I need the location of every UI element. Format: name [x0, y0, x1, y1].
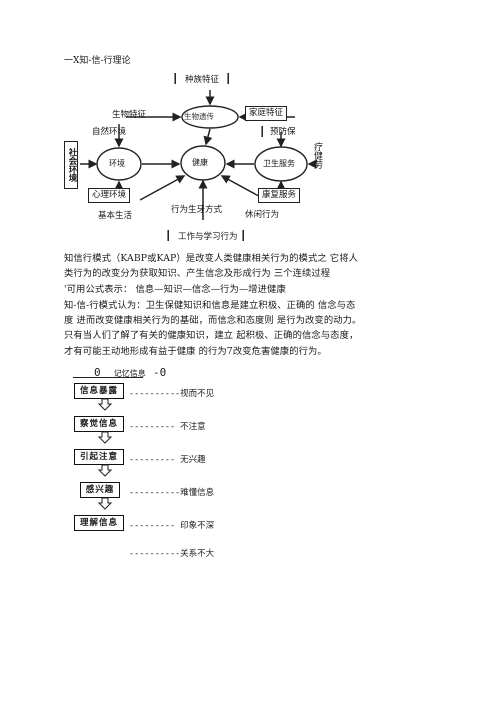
label-service: 卫生服务 [263, 159, 295, 168]
flow-result-3: ----------难懂信息 [129, 488, 215, 498]
flow-result-2: --------- 无兴趣 [129, 455, 206, 465]
label-work: 工作与学习行为 [178, 232, 238, 242]
i-bar-prevent: I [260, 123, 265, 141]
i-bar-work-right: I [241, 227, 246, 245]
document-title: 一X知-信-行理论 [64, 56, 131, 66]
flow-result-4: --------- 印象不深 [129, 521, 215, 531]
label-health: 健康 [192, 158, 208, 167]
flow-step-perceive: 察觉信息 [74, 416, 124, 432]
label-genetics: 生物遗传 [184, 112, 214, 121]
paragraph-formula: '可用公式表示： 信息—知识—信念—行为—增进健康 [64, 284, 286, 295]
label-prevention: 预防保 [270, 127, 296, 137]
label-care-side: 疗健劳 [312, 142, 322, 169]
memory-flow-arrows [97, 398, 113, 510]
label-leisure: 休闲行为 [245, 210, 280, 220]
label-race: 种族特征 [185, 75, 220, 85]
diagram-graphics [80, 90, 317, 220]
label-basic-life: 基本生活 [98, 211, 133, 221]
paragraph-intro: 知信行模式（KABP或KAP）是改变人类健康相关行为的模式之 它将人类行为的改变… [64, 253, 358, 280]
i-bar-left: I [173, 70, 178, 88]
label-psychology: 心理环境 [88, 188, 131, 203]
memory-heading: 0 记忆信息 -0 [73, 366, 166, 379]
label-environment: 环境 [109, 159, 125, 168]
flow-step-interest: 感兴趣 [80, 482, 120, 498]
i-bar-right: I [226, 70, 231, 88]
flow-step-understand: 理解信息 [74, 515, 124, 531]
label-nature: 自然环境 [92, 127, 127, 137]
flow-step-attention: 引起注意 [74, 449, 124, 465]
flow-step-exposure: 信息暴露 [74, 383, 124, 399]
health-determinants-diagram: I 种族特征 I 生物特征 家庭特征 生物遗传 自然环境 I 预防保 社会环境 … [60, 70, 340, 250]
label-rehab: 康复服务 [258, 188, 301, 203]
label-society: 社会环境 [64, 141, 78, 189]
flow-result-last: ----------关系不大 [129, 549, 215, 559]
label-family: 家庭特征 [245, 106, 288, 121]
paragraph-theory: 知-信-行模式认为：卫生保健知识和信息是建立积极、正确的 信念与态度 进而改变健… [64, 300, 362, 357]
flow-result-0: ----------视而不见 [129, 389, 215, 399]
i-bar-work-left: I [166, 227, 171, 245]
label-lifestyle: 行为生牙方式 [171, 205, 223, 215]
label-biology: 生物特征 [112, 110, 147, 120]
flow-result-1: --------- 不注意 [129, 422, 206, 432]
